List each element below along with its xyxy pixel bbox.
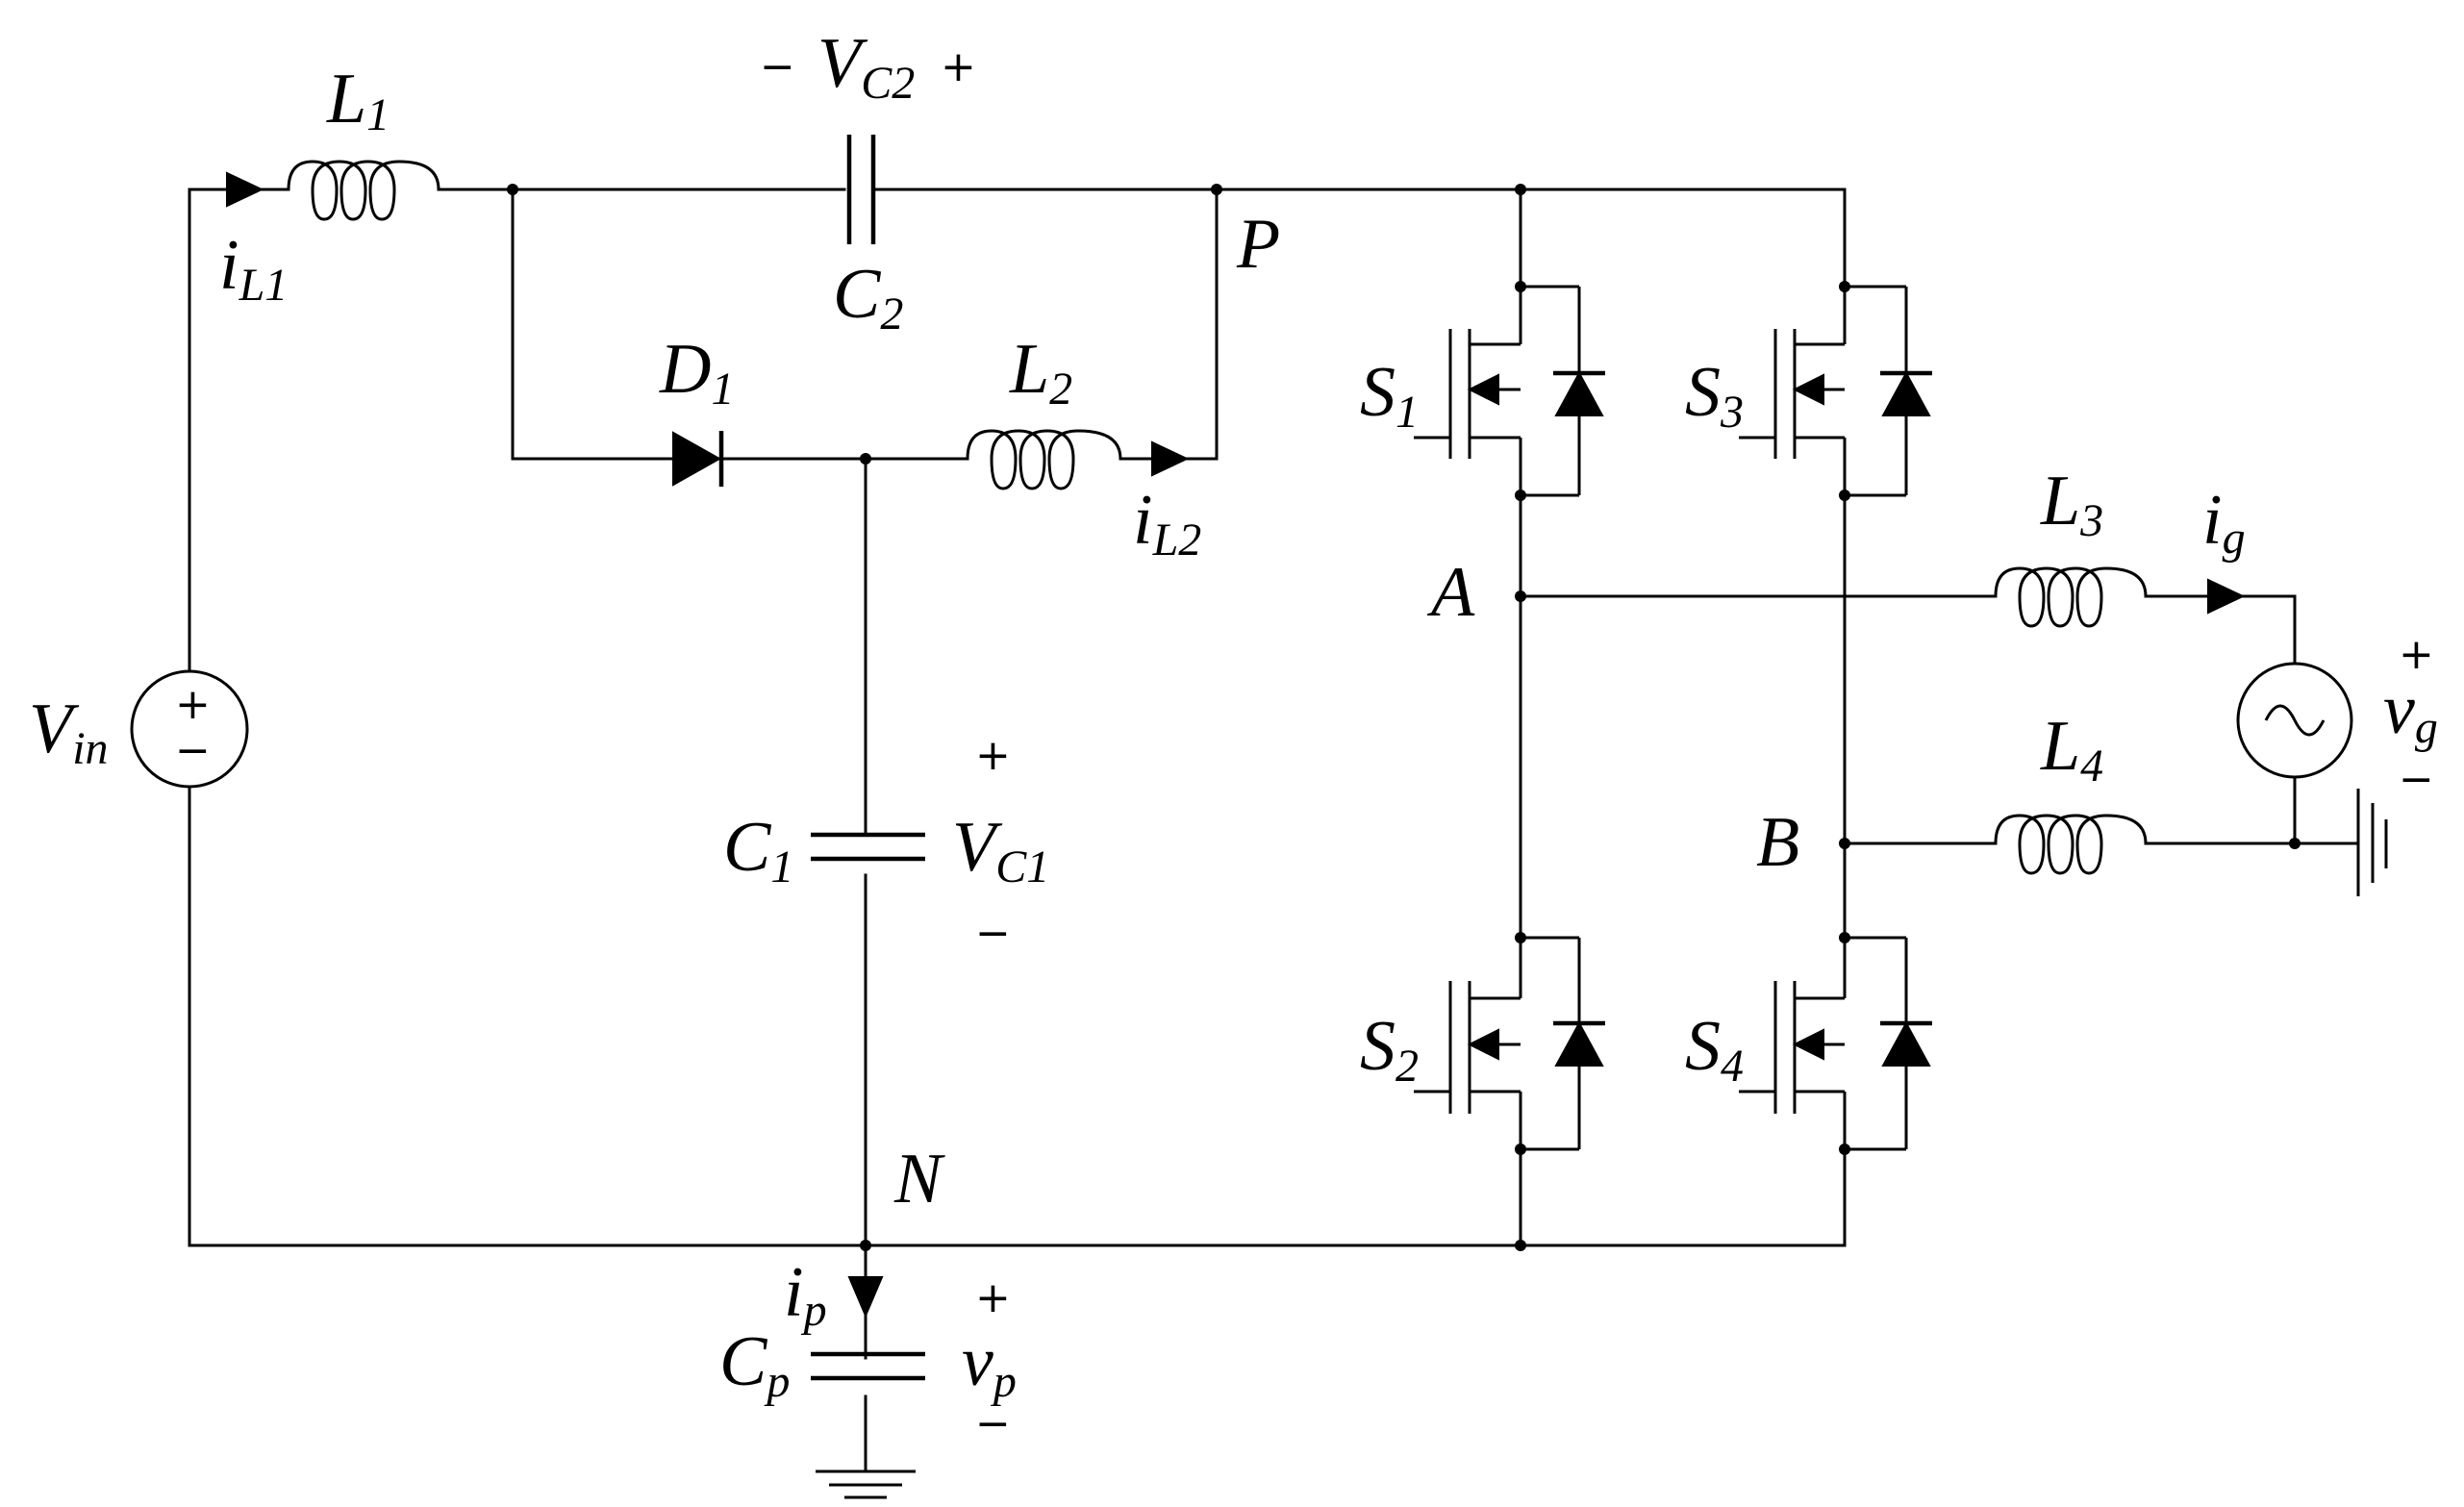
label-S2: S2 [1360, 1007, 1419, 1092]
label-iL1: iL1 [219, 226, 288, 311]
vc1-minus: − [975, 909, 1011, 958]
vp-plus: + [975, 1273, 1011, 1322]
inductor-L1 [287, 160, 440, 221]
capacitor-C2 [846, 135, 876, 244]
vin-minus: − [175, 726, 211, 775]
label-S3: S3 [1685, 353, 1744, 438]
inductor-L4 [1994, 814, 2148, 875]
arrow-iL2-icon [1151, 440, 1190, 477]
label-S4: S4 [1685, 1007, 1744, 1092]
inductor-L2 [966, 429, 1122, 490]
vc2-minus: − [760, 42, 795, 91]
ground-bottom-icon [816, 1469, 916, 1499]
arrow-ig-icon [2207, 578, 2246, 615]
node-label-B: B [1756, 803, 1799, 882]
label-L1: L1 [326, 60, 390, 140]
label-ip: ip [784, 1253, 827, 1336]
label-Vin: Vin [29, 690, 109, 774]
label-Cp: Cp [719, 1322, 790, 1407]
label-D1: D1 [659, 330, 734, 414]
label-ig: ig [2202, 481, 2246, 564]
ac-source-vg [2236, 662, 2353, 779]
ground-right-icon [2356, 789, 2388, 896]
polarity-signs: − + + − + − + − + − [175, 42, 2434, 1448]
arrow-ip-icon [847, 1276, 884, 1319]
inductor-L3 [1994, 566, 2148, 628]
vg-minus: − [2399, 755, 2434, 804]
vc1-plus: + [975, 731, 1011, 780]
node-labels: P A B N [893, 205, 1799, 1218]
label-C1: C1 [723, 808, 793, 892]
label-iL2: iL2 [1133, 481, 1201, 565]
vg-plus: + [2399, 630, 2434, 679]
arrow-iL1-icon [226, 171, 264, 208]
mosfet-S3 [1739, 285, 1932, 497]
node-label-P: P [1236, 205, 1280, 284]
mosfet-S4 [1739, 936, 1932, 1151]
label-vg: vg [2383, 670, 2438, 753]
dc-source-Vin [130, 669, 249, 789]
label-VC2: VC2 [817, 24, 915, 109]
diode-D1 [672, 431, 724, 487]
current-arrows [226, 171, 2246, 1319]
vin-plus: + [175, 680, 211, 729]
mosfet-S1 [1414, 285, 1605, 497]
capacitor-C1 [811, 832, 925, 862]
label-L4: L4 [2040, 707, 2103, 791]
node-label-N: N [893, 1140, 945, 1218]
capacitor-Cp [811, 1351, 925, 1381]
junction-dots [507, 184, 2301, 1251]
label-VC1: VC1 [952, 808, 1049, 892]
label-C2: C2 [833, 255, 903, 339]
wires [188, 188, 2360, 1473]
component-labels: L1 iL1 VC2 C2 D1 L2 iL2 C1 VC1 Vin ip Cp… [29, 24, 2438, 1407]
label-L2: L2 [1009, 330, 1072, 414]
vp-minus: − [975, 1399, 1011, 1448]
label-vp: vp [962, 1322, 1017, 1407]
label-S1: S1 [1360, 353, 1419, 438]
label-L3: L3 [2040, 462, 2103, 546]
vc2-plus: + [941, 42, 976, 91]
mosfet-S2 [1414, 936, 1605, 1151]
node-label-A: A [1426, 553, 1475, 632]
